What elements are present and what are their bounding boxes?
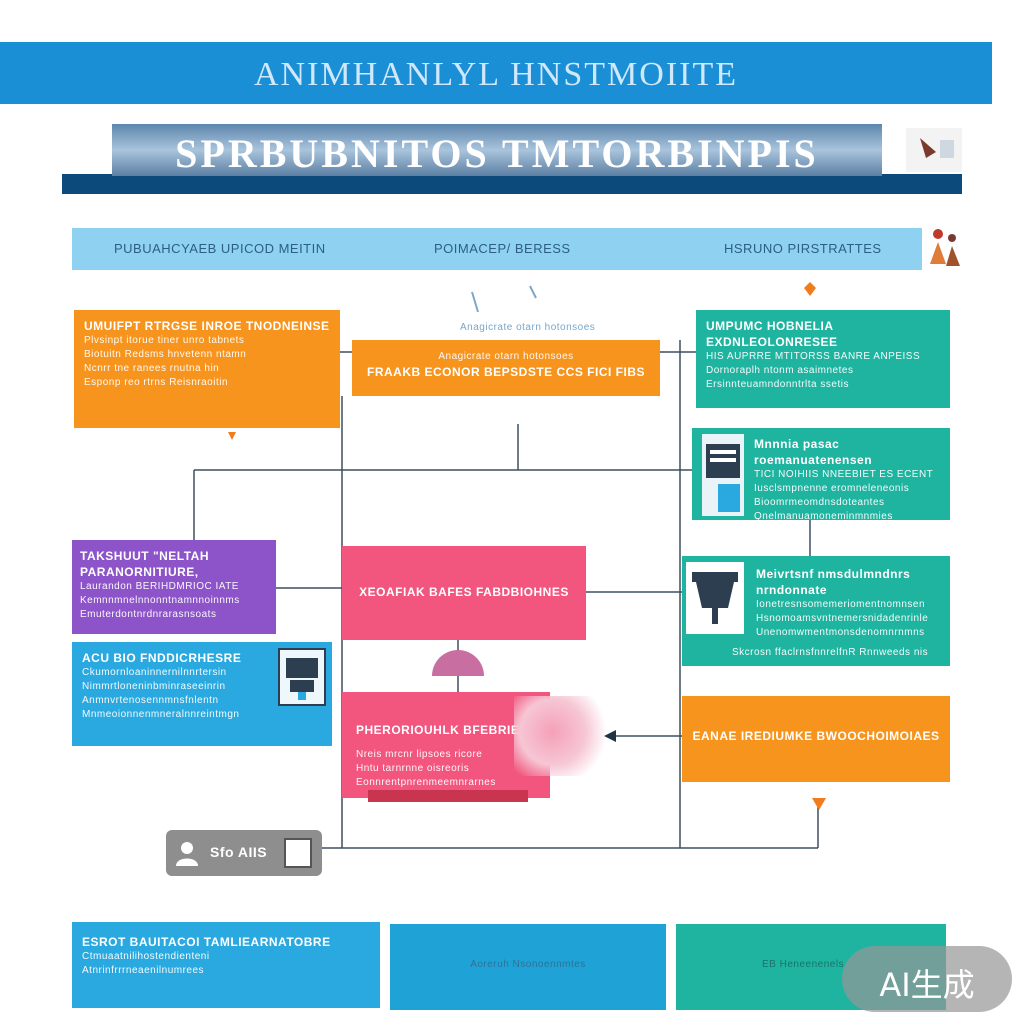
box-teal-1: UMPUMC HOBNELIA EXDNLEOLONRESEE HIS AUPR… bbox=[696, 310, 950, 408]
box-line: Eonnrentpnrenmeemnrarnes bbox=[356, 777, 496, 788]
box-orange-right: EANAE IREDIUMKE BWOOCHOIMOIAES bbox=[682, 696, 950, 782]
machine-icon bbox=[686, 562, 744, 634]
tag-pill: Sfo AIIS bbox=[166, 830, 322, 876]
box-line: Ckumornloaninnernilnnrtersin bbox=[82, 667, 227, 678]
splash-decoration bbox=[514, 696, 610, 776]
box-line: Nreis mrcnr lipsoes ricore bbox=[356, 749, 483, 760]
strip-left-label: PUBUAHCYAEB UPICOD MEITIN bbox=[114, 241, 326, 256]
box-line: Esponp reo rtrns Reisnraoitin bbox=[84, 377, 229, 388]
box-heading: EB Heneenenels bbox=[762, 959, 845, 970]
bottom-box-left: ESROT BAUITACOI TAMLIEARNATOBRE Ctmuaatn… bbox=[72, 922, 380, 1008]
box-heading: UMUIFPT RTRGSE INROE TNODNEINSE bbox=[84, 319, 330, 333]
watermark-label: AI生成 bbox=[879, 966, 975, 1004]
box-heading: TAKSHUUT "NELTAH PARANORNITIURE, bbox=[80, 549, 210, 579]
box-line: HIS AUPRRE MTITORSS BANRE ANPEISS bbox=[706, 351, 921, 362]
document-icon bbox=[284, 838, 312, 868]
box-heading: Mnnnia pasac roemanuatenensen bbox=[754, 437, 873, 467]
header-strip: PUBUAHCYAEB UPICOD MEITIN POIMACEP/ BERE… bbox=[72, 228, 922, 270]
box-pink-center: XEOAFIAK BAFES FABDBIOHNES bbox=[342, 546, 586, 640]
box-line: Hntu tarnrnne oisreoris bbox=[356, 763, 470, 774]
bottom-box-center: Aoreruh Nsonoennmtes bbox=[390, 924, 666, 1010]
box-line: Atnrinfrrrneaenilnumrees bbox=[82, 965, 205, 976]
box-heading: Anagicrate otarn hotonsoes bbox=[438, 351, 574, 362]
box-line: Ncnrr tne ranees rnutna hin bbox=[84, 363, 220, 374]
box-line: Ionetresnsomemeriomentnomnsen bbox=[756, 599, 926, 610]
box-heading: Meivrtsnf nmsdulmndnrs nrndonnate bbox=[756, 567, 911, 597]
strip-center-label: POIMACEP/ BERESS bbox=[434, 241, 571, 256]
box-orange-left: UMUIFPT RTRGSE INROE TNODNEINSE Plvsinpt… bbox=[74, 310, 340, 428]
person-icon bbox=[174, 840, 200, 866]
box-heading: XEOAFIAK BAFES FABDBIOHNES bbox=[359, 585, 569, 599]
box-orange-center: Anagicrate otarn hotonsoes FRAAKB ECONOR… bbox=[352, 340, 660, 396]
box-heading: PHERORIOUHLK BFEBRIES bbox=[356, 723, 528, 737]
box-footer: Skcrosn ffaclrnsfnnrelfnR Rnnweeds nis bbox=[732, 647, 929, 658]
box-line: Qnelmanuamoneminmnmies bbox=[754, 511, 893, 522]
box-line: Laurandon BERIHDMRIOC IATE bbox=[80, 581, 239, 592]
orange-center-caption: Anagicrate otarn hotonsoes bbox=[460, 322, 596, 333]
page-title: ANIMHANLYL HNSTMOIITE bbox=[254, 56, 738, 93]
box-line: Ctmuaatnilihostendienteni bbox=[82, 951, 210, 962]
box-line: Nimmrtloneninbminraseeinrin bbox=[82, 681, 226, 692]
box-line: Hsnomoamsvntnemersnidadenrinle bbox=[756, 613, 929, 624]
corner-badge-icon bbox=[906, 128, 962, 172]
box-heading: UMPUMC HOBNELIA EXDNLEOLONRESEE bbox=[706, 319, 838, 349]
box-line: Iusclsmpnenne eromneleneonis bbox=[754, 483, 910, 494]
box-line: Mnmeoionnenmneralnnreintmgn bbox=[82, 709, 240, 720]
title-banner: ANIMHANLYL HNSTMOIITE bbox=[0, 42, 992, 104]
box-line: Emuterdontnrdnrarasnsoats bbox=[80, 609, 217, 620]
device-icon bbox=[702, 434, 744, 516]
box-heading: ACU BIO FNDDICRHESRE bbox=[82, 651, 242, 665]
pink-lower-shadow bbox=[368, 790, 528, 802]
box-line: Unenomwmentmonsdenomnrnmns bbox=[756, 627, 925, 638]
box-line: Plvsinpt itorue tiner unro tabnets bbox=[84, 335, 245, 346]
box-line: TICI NOIHIIS NNEEBIET ES ECENT bbox=[754, 469, 934, 480]
ai-watermark: AI生成 bbox=[842, 946, 1012, 1012]
subtitle-band bbox=[62, 174, 962, 194]
people-icon bbox=[924, 224, 964, 272]
box-heading: EANAE IREDIUMKE BWOOCHOIMOIAES bbox=[692, 729, 940, 743]
box-line: Dornoraplh ntonm asaimnetes bbox=[706, 365, 854, 376]
page-subtitle: SPRBUBNITOS TMTORBINPIS bbox=[175, 131, 819, 176]
box-line: Kemnnmnelnnonntnamnnoinnms bbox=[80, 595, 240, 606]
display-icon bbox=[278, 648, 326, 706]
box-purple: TAKSHUUT "NELTAH PARANORNITIURE, Laurand… bbox=[72, 540, 276, 634]
box-line: Biotuitn Redsms hnvetenn ntamn bbox=[84, 349, 247, 360]
box-line: Ersinnteuamndonntrlta ssetis bbox=[706, 379, 849, 390]
box-line: Anmnvrtenosennmnsfnlentn bbox=[82, 695, 219, 706]
subtitle-block: SPRBUBNITOS TMTORBINPIS bbox=[112, 124, 882, 176]
box-line: Bioomrmeomdnsdoteantes bbox=[754, 497, 885, 508]
tag-label: Sfo AIIS bbox=[210, 844, 268, 860]
strip-right-label: HSRUNO PIRSTRATTES bbox=[724, 241, 882, 256]
box-line: FRAAKB ECONOR BEPSDSTE CCS FICI FIBS bbox=[366, 365, 645, 379]
box-heading: Aoreruh Nsonoennmtes bbox=[470, 959, 586, 970]
box-heading: ESROT BAUITACOI TAMLIEARNATOBRE bbox=[82, 935, 331, 949]
